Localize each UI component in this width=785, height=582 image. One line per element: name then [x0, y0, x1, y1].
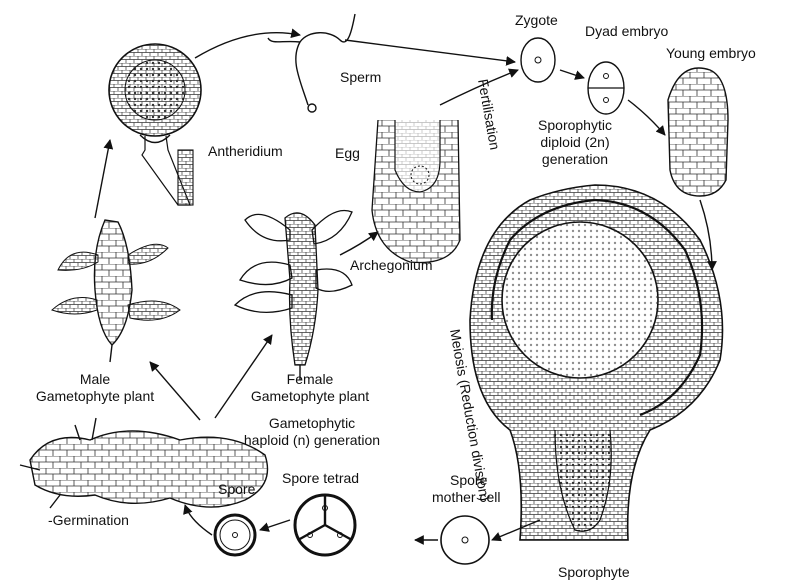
archegonium-drawing [372, 120, 460, 263]
zygote-drawing [521, 38, 555, 82]
label-young-embryo: Young embryo [666, 45, 756, 61]
label-sperm: Sperm [340, 69, 381, 85]
label-spore: Spore [218, 481, 256, 497]
antheridium-drawing [109, 44, 201, 205]
label-gametophytic-1: Gametophytic [269, 415, 355, 431]
label-zygote: Zygote [515, 12, 558, 28]
label-female-2: Gametophyte plant [251, 388, 369, 404]
label-dyad-embryo: Dyad embryo [585, 23, 668, 39]
label-male-2: Gametophyte plant [36, 388, 154, 404]
label-spore-mother-2: mother cell [432, 489, 500, 505]
label-female-1: Female [287, 371, 334, 387]
label-gametophytic-2: haploid (n) generation [244, 432, 380, 448]
female-gametophyte-drawing [235, 210, 352, 380]
dyad-embryo-drawing [588, 62, 624, 114]
label-spore-mother-1: Spore [450, 472, 488, 488]
spore-drawing [215, 515, 255, 555]
label-sporophytic-3: generation [542, 151, 608, 167]
label-sporophytic-2: diploid (2n) [540, 134, 609, 150]
sperm-drawing [268, 14, 355, 112]
label-male-1: Male [80, 371, 111, 387]
sporophyte-capsule-drawing [470, 185, 723, 540]
label-sporophytic-1: Sporophytic [538, 117, 612, 133]
young-embryo-drawing [668, 68, 728, 196]
label-antheridium: Antheridium [208, 143, 283, 159]
label-archegonium: Archegonium [350, 257, 433, 273]
label-fertilisation: Fertilisation [475, 78, 503, 151]
label-sporophyte: Sporophyte [558, 564, 630, 580]
spore-mother-cell-drawing [441, 516, 489, 564]
spore-tetrad-drawing [295, 495, 355, 555]
male-gametophyte-drawing [52, 220, 180, 362]
label-spore-tetrad: Spore tetrad [282, 470, 359, 486]
label-germination: -Germination [48, 512, 129, 528]
label-egg: Egg [335, 145, 360, 161]
